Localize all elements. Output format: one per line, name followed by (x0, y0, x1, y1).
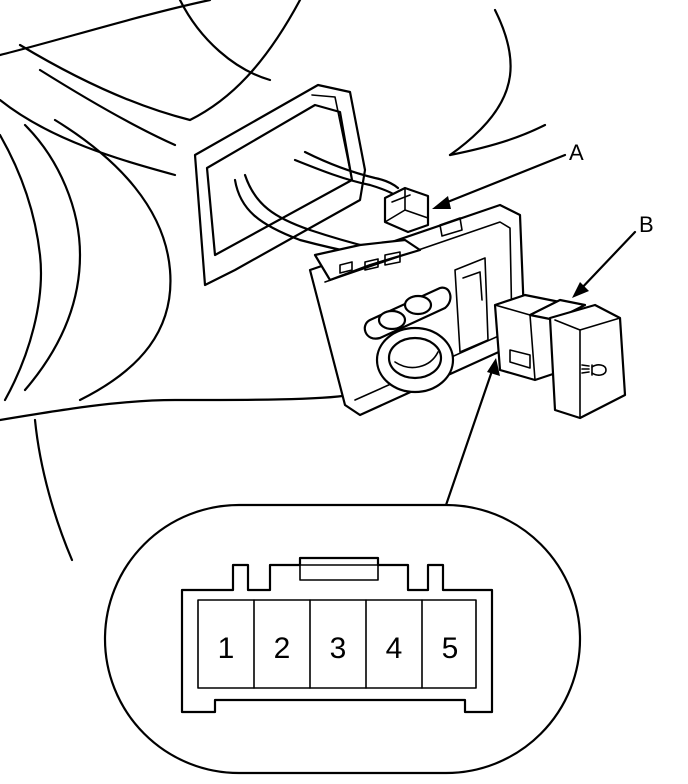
callout-b-label: B (639, 212, 654, 237)
wire-harness (233, 150, 400, 257)
dashboard-outline (0, 0, 547, 562)
pin-3-label: 3 (330, 632, 347, 665)
switch-panel (308, 203, 527, 417)
leader-arrow-a (432, 153, 567, 209)
pin-2-label: 2 (274, 632, 291, 665)
leader-arrow-connector (443, 358, 500, 510)
dashboard-opening (193, 83, 367, 287)
pin-4-label: 4 (386, 632, 403, 665)
pin-labels: 1 2 3 4 5 (218, 632, 459, 665)
connector-housing (180, 556, 494, 714)
callout-a-label: A (569, 140, 584, 165)
pin-1-label: 1 (218, 632, 235, 665)
fog-light-icon (581, 364, 607, 376)
leader-arrow-b (572, 230, 637, 298)
pin-5-label: 5 (442, 632, 459, 665)
connector-a (383, 186, 430, 234)
detail-bubble (103, 503, 582, 775)
switch-b (493, 293, 627, 420)
connector-detail (103, 503, 582, 775)
